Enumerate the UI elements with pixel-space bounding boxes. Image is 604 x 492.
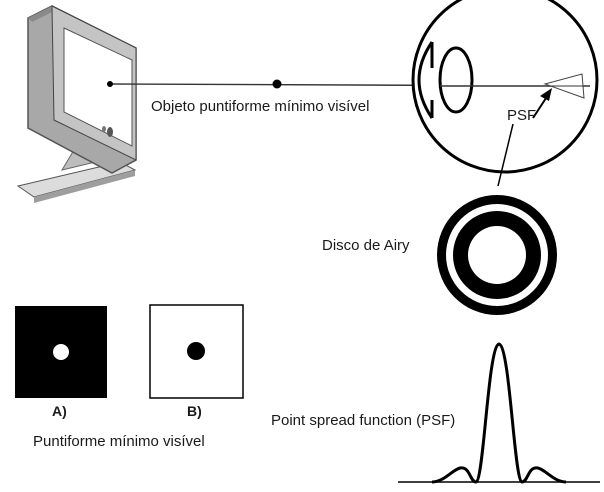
- psf-connector: [497, 123, 514, 187]
- panel-b-label: B): [187, 403, 202, 419]
- psf-label: PSF: [507, 107, 537, 124]
- airy-disc-label: Disco de Airy: [322, 237, 410, 254]
- psf-curve: [431, 342, 567, 484]
- panel-a-label: A): [52, 403, 67, 419]
- source-point: [107, 81, 113, 87]
- panel-a-dot: [53, 344, 69, 360]
- monitor-icon: [16, 5, 137, 203]
- object-point: [272, 79, 282, 89]
- panel-b-dot: [187, 342, 205, 360]
- eye-icon: [411, 0, 599, 174]
- psf-full-label: Point spread function (PSF): [271, 412, 456, 429]
- object-caption: Objeto puntiforme mínimo visível: [151, 98, 370, 115]
- airy-disc: [437, 195, 557, 315]
- bottom-caption: Puntiforme mínimo visível: [33, 433, 205, 450]
